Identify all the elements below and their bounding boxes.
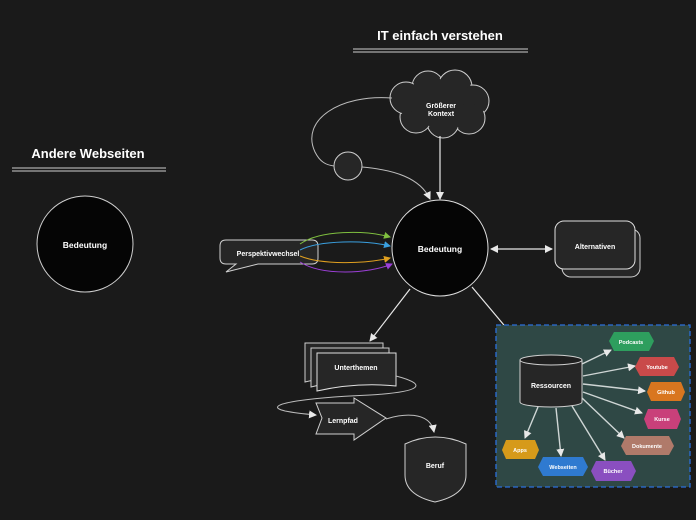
- github-item[interactable]: Github: [647, 382, 685, 401]
- small-connector-circle[interactable]: [333, 151, 363, 181]
- side-title: Andere Webseiten: [12, 146, 166, 172]
- edge-perspektiv-orange: [299, 255, 391, 264]
- edge-perspektiv-purple: [299, 261, 393, 273]
- ressourcen-label: Ressourcen: [531, 383, 571, 390]
- youtube-item[interactable]: Youtube: [635, 357, 679, 376]
- edge-small-circle-bedeutung: [361, 166, 431, 200]
- unterthemen-label: Unterthemen: [334, 365, 377, 372]
- beruf-label: Beruf: [426, 463, 445, 470]
- edge-unterthemen-lernpfad: [277, 375, 417, 419]
- edge-lernpfad-beruf: [385, 414, 437, 433]
- ressourcen-node[interactable]: Ressourcen: [519, 354, 583, 408]
- kontext-label-line1: Größerer: [426, 103, 456, 110]
- alternativen-node[interactable]: Alternativen: [554, 220, 641, 278]
- kontext-cloud-node[interactable]: Größerer Kontext: [389, 69, 490, 139]
- kurse-item[interactable]: Kurse: [644, 409, 681, 429]
- podcasts-label: Podcasts: [619, 340, 643, 346]
- buecher-label: Bücher: [604, 469, 624, 475]
- main-bedeutung-label: Bedeutung: [418, 244, 462, 254]
- side-title-text: Andere Webseiten: [31, 146, 144, 161]
- edge-perspektiv-green: [299, 231, 391, 245]
- kontext-label-line2: Kontext: [428, 111, 455, 118]
- dokumente-label: Dokumente: [632, 444, 662, 450]
- edge-perspektiv-blue: [299, 241, 391, 251]
- lernpfad-node[interactable]: Lernpfad: [315, 397, 387, 441]
- buecher-item[interactable]: Bücher: [591, 461, 636, 481]
- apps-item[interactable]: Apps: [502, 440, 539, 459]
- main-bedeutung-node[interactable]: Bedeutung: [391, 199, 489, 297]
- edge-bedeutung-unterthemen: [369, 288, 411, 342]
- podcasts-item[interactable]: Podcasts: [609, 332, 654, 351]
- side-bedeutung-node[interactable]: Bedeutung: [36, 195, 134, 293]
- dokumente-item[interactable]: Dokumente: [621, 436, 674, 455]
- kurse-label: Kurse: [654, 417, 670, 423]
- webseiten-item[interactable]: Webseiten: [538, 457, 588, 476]
- github-label: Github: [657, 390, 675, 396]
- perspektivwechsel-node[interactable]: Perspektivwechsel: [219, 239, 319, 273]
- resource-edges: [524, 349, 646, 461]
- unterthemen-node[interactable]: Unterthemen: [304, 342, 397, 392]
- lernpfad-label: Lernpfad: [328, 418, 358, 425]
- beruf-node[interactable]: Beruf: [404, 436, 467, 503]
- side-bedeutung-label: Bedeutung: [63, 240, 107, 250]
- youtube-label: Youtube: [646, 365, 668, 371]
- edge-kontext-small-circle: [311, 97, 393, 167]
- main-title-text: IT einfach verstehen: [377, 28, 503, 43]
- resource-panel: [495, 324, 691, 488]
- perspektivwechsel-label: Perspektivwechsel: [237, 251, 300, 258]
- alternativen-label: Alternativen: [575, 244, 615, 251]
- apps-label: Apps: [513, 448, 527, 454]
- webseiten-label: Webseiten: [549, 465, 577, 471]
- main-title: IT einfach verstehen: [353, 28, 528, 53]
